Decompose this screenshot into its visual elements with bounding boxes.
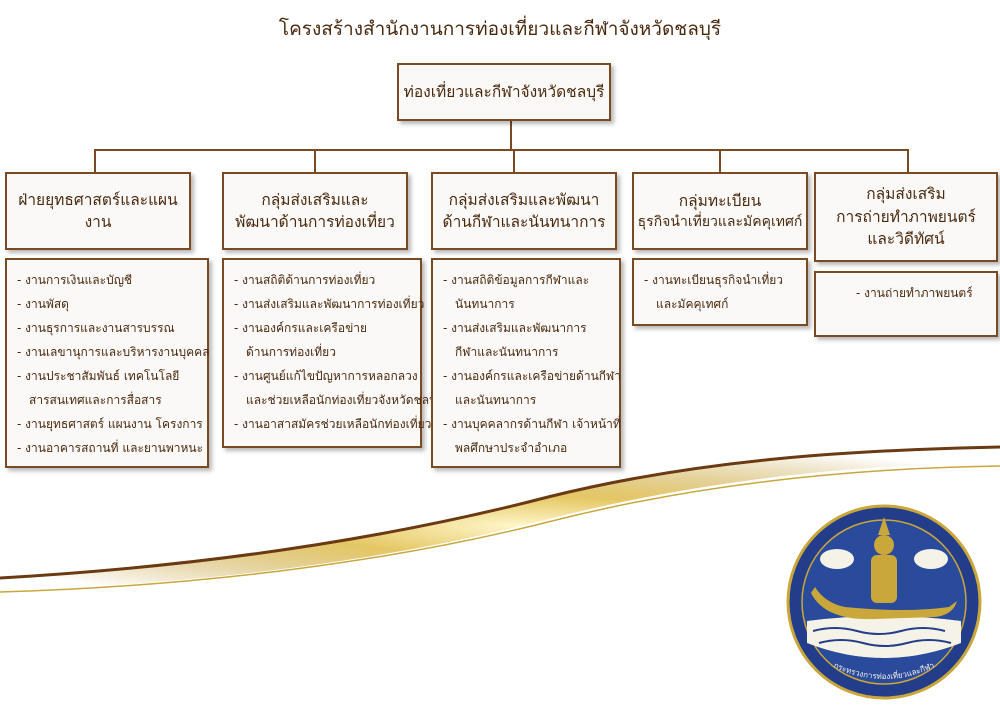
group-title-line: ธุรกิจนำเที่ยวและมัคคุเทศก์ — [637, 214, 803, 231]
list-item: - งานยุทธศาสตร์ แผนงาน โครงการ — [17, 417, 203, 431]
list-item: - งานอาสาสมัครช่วยเหลือนักท่องเที่ยว — [234, 417, 432, 431]
top-node-label: ท่องเที่ยวและกีฬาจังหวัดชลบุรี — [403, 82, 605, 101]
list-item: - งานทะเบียนธุรกิจนำเที่ยว — [644, 273, 784, 287]
group-title-line: กลุ่มส่งเสริมและ — [261, 190, 369, 209]
list-item: - งานส่งเสริมและพัฒนาการ — [443, 321, 587, 335]
group-title-line: และวิดีทัศน์ — [867, 230, 945, 249]
list-item: และมัคคุเทศก์ — [656, 297, 729, 311]
connector-branch-4 — [719, 149, 721, 173]
group-header-film: กลุ่มส่งเสริม การถ่ายทำภาพยนตร์ และวิดีท… — [814, 172, 998, 262]
ministry-emblem-icon: กระทรวงการท่องเที่ยวและกีฬา — [786, 504, 982, 700]
list-item: - งานพัสดุ — [17, 297, 69, 311]
group-header-strategy: ฝ่ายยุทธศาสตร์และแผนงาน — [5, 172, 191, 250]
connector-branch-1 — [94, 149, 96, 173]
list-item: - งานองค์กรและเครือข่าย — [234, 321, 368, 335]
list-item: - งานบุคคลากรด้านกีฬา เจ้าหน้าที่ — [443, 417, 621, 431]
group-title-line: กลุ่มส่งเสริม — [866, 185, 946, 204]
connector-branch-2 — [314, 149, 316, 173]
top-node: ท่องเที่ยวและกีฬาจังหวัดชลบุรี — [397, 63, 611, 121]
list-item: - งานประชาสัมพันธ์ เทคโนโลยี — [17, 369, 180, 383]
list-item: - งานองค์กรและเครือข่ายด้านกีฬา — [443, 369, 621, 383]
list-item: และช่วยเหลือนักท่องเที่ยวจังหวัดชลบุรี — [246, 393, 444, 407]
group-title-line: ด้านกีฬาและนันทนาการ — [442, 213, 606, 231]
list-item: - งานอาคารสถานที่ และยานพาหนะ — [17, 441, 204, 455]
list-item: - งานสถิติข้อมูลการกีฬาและ — [443, 273, 590, 287]
list-item: กีฬาและนันทนาการ — [455, 345, 559, 359]
group-title-line: กลุ่มทะเบียน — [678, 191, 762, 210]
list-item: - งานถ่ายทำภาพยนตร์ — [856, 286, 973, 300]
list-item: พลศึกษาประจำอำเภอ — [455, 441, 568, 455]
page-title: โครงสร้างสำนักงานการท่องเที่ยวและกีฬาจัง… — [278, 18, 722, 40]
list-item: - งานการเงินและบัญชี — [17, 273, 133, 287]
connector-horizontal — [94, 149, 909, 151]
list-item: สารสนเทศและการสื่อสาร — [29, 393, 162, 407]
group-title-line: กลุ่มส่งเสริมและพัฒนา — [448, 190, 600, 209]
group-header-registration: กลุ่มทะเบียน ธุรกิจนำเที่ยวและมัคคุเทศก์ — [632, 172, 808, 250]
list-item: - งานศูนย์แก้ไขปัญหาการหลอกลวง — [234, 369, 418, 383]
connector-branch-3 — [513, 149, 515, 173]
list-item: - งานเลขานุการและบริหารงานบุคคล — [17, 345, 210, 359]
group-list-sports: - งานสถิติข้อมูลการกีฬาและ นันทนาการ - ง… — [431, 258, 621, 468]
connector-top-vertical — [510, 120, 512, 150]
group-list-tourism: - งานสถิติด้านการท่องเที่ยว - งานส่งเสริ… — [222, 258, 444, 448]
group-list-film: - งานถ่ายทำภาพยนตร์ — [814, 271, 998, 337]
list-item: ด้านการท่องเที่ยว — [246, 345, 336, 359]
list-item: - งานธุรการและงานสารบรรณ — [17, 321, 175, 335]
list-item: นันทนาการ — [455, 297, 515, 311]
group-title-line: การถ่ายทำภาพยนตร์ — [836, 207, 976, 226]
list-item: - งานส่งเสริมและพัฒนาการท่องเที่ยว — [234, 297, 425, 311]
group-header-tourism: กลุ่มส่งเสริมและ พัฒนาด้านการท่องเที่ยว — [222, 172, 408, 250]
list-item: และนันทนาการ — [455, 393, 537, 407]
group-title-line: ฝ่ายยุทธศาสตร์และแผนงาน — [18, 190, 178, 231]
group-header-sports: กลุ่มส่งเสริมและพัฒนา ด้านกีฬาและนันทนาก… — [431, 172, 617, 250]
list-item: - งานสถิติด้านการท่องเที่ยว — [234, 273, 376, 287]
group-title-line: พัฒนาด้านการท่องเที่ยว — [235, 213, 395, 231]
connector-branch-5 — [907, 149, 909, 173]
group-list-registration: - งานทะเบียนธุรกิจนำเที่ยว และมัคคุเทศก์ — [632, 258, 808, 326]
group-list-strategy: - งานการเงินและบัญชี - งานพัสดุ - งานธุร… — [5, 258, 210, 468]
